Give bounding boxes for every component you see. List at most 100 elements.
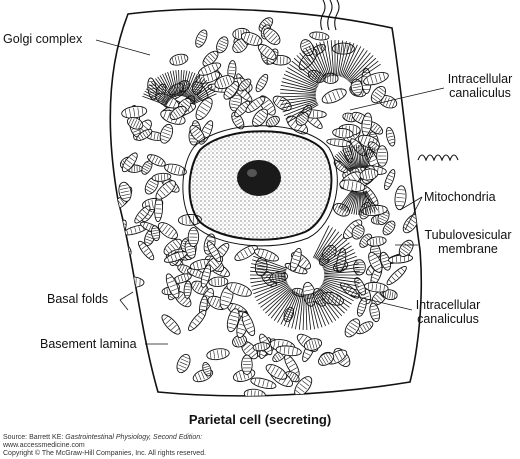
mitochondrion [275,345,302,357]
microvillus [192,90,216,104]
microvillus [338,189,353,208]
mitochondrion [200,264,212,288]
mitochondrion [157,222,178,240]
microvillus [250,270,286,275]
label-line: canaliculus [417,312,479,326]
mitochondrion [206,348,230,361]
mitochondrion [169,53,189,66]
mitochondrion [241,311,256,337]
microvillus [260,285,290,308]
microvillus [256,283,289,302]
label-line: Tubulovesicular [424,228,512,242]
microvillus [279,95,316,98]
mitochondrion [136,128,153,141]
microvillus [251,263,287,272]
microvillus [353,192,359,215]
mitochondrion [394,185,407,211]
mitochondrion [159,123,174,144]
microvillus [142,95,167,106]
microvillus [330,40,335,76]
mitochondrion [318,352,335,366]
microvillus [321,245,352,266]
microvillus [318,288,345,314]
microvillus [320,242,350,265]
microvillus [289,63,320,85]
microvillus [284,292,299,327]
microvillus [314,227,333,259]
microvillus [251,278,287,287]
mitochondrion [384,169,396,191]
mitochondrion [252,342,270,352]
microvillus [358,192,360,216]
microvillus [322,252,356,268]
mitochondrion [165,273,180,299]
mitochondrion [237,78,252,92]
label-line: Intracellular [447,72,513,86]
mitochondrion [134,205,151,224]
mitochondrion [151,225,161,242]
mitochondrion [214,75,235,90]
microvillus [191,86,213,103]
microvillus [285,70,318,87]
microvillus [164,72,176,98]
microvillus [360,144,362,168]
mitochondrion [263,28,281,45]
microvillus [364,191,374,213]
mitochondrion [257,43,277,60]
mitochondrion [402,214,419,234]
microvillus [285,103,318,120]
label-line: Intracellular [415,298,481,312]
mitochondrion [234,244,258,261]
microvillus [365,148,376,170]
source-site: www.accessmedicine.com [3,442,85,449]
mitochondrion [161,314,181,335]
microvillus [346,147,356,169]
mitochondrion [126,116,144,130]
microvillus [180,69,182,97]
microvillus [183,71,191,97]
microvillus [318,236,345,262]
mitochondrion [382,289,398,301]
microvillus [250,277,286,284]
microvillus [347,52,371,81]
microvillus [321,248,354,267]
mitochondrion [176,353,191,374]
mitochondrion [219,284,234,310]
source-line: Source: Barrett KE: Gastrointestinal Phy… [3,434,202,442]
mitochondrion [216,36,229,54]
source-book: Gastrointestinal Physiology, Second Edit… [65,434,203,441]
copyright-line: Copyright © The McGraw-Hill Companies, I… [3,450,207,457]
microvillus [282,77,317,90]
microvillus [190,83,211,102]
mitochondrion [344,318,361,338]
microvillus [316,289,340,319]
mitochondrion [369,302,381,323]
microvillus [287,104,319,123]
microvillus [337,40,344,76]
mitochondrion [202,50,219,67]
microvillus [351,191,358,215]
microvillus [254,282,288,298]
microvillus [189,80,208,100]
mitochondrion [385,126,396,147]
microvillus [186,75,201,99]
mitochondrion [163,251,188,263]
microvillus [250,266,286,273]
microvillus [355,145,360,168]
mitochondrion [137,240,155,261]
nucleolus [237,160,281,196]
microvillus [338,41,347,77]
microvillus [348,146,357,169]
apical-microvilli [320,0,459,162]
microvillus [167,71,177,97]
microvillus [362,145,369,169]
mitochondrion [169,105,187,120]
microvillus [159,75,174,99]
mitochondrion [195,29,208,48]
mitochondrion [206,241,222,263]
figure-caption: Parietal cell (secreting) [188,412,332,427]
mitochondrion [202,361,212,377]
mitochondrion [184,239,196,259]
mitochondrion [240,31,263,46]
microvillus [280,292,297,325]
